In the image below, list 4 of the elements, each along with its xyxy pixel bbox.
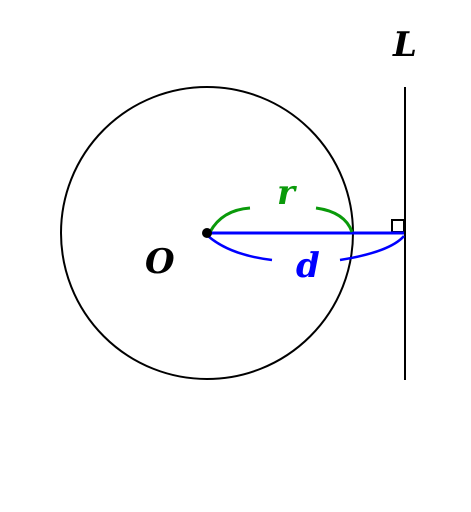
math-label: r [277, 176, 295, 210]
math-label: d [296, 249, 320, 283]
math-label: L [393, 28, 417, 62]
math-label: O [145, 245, 175, 279]
